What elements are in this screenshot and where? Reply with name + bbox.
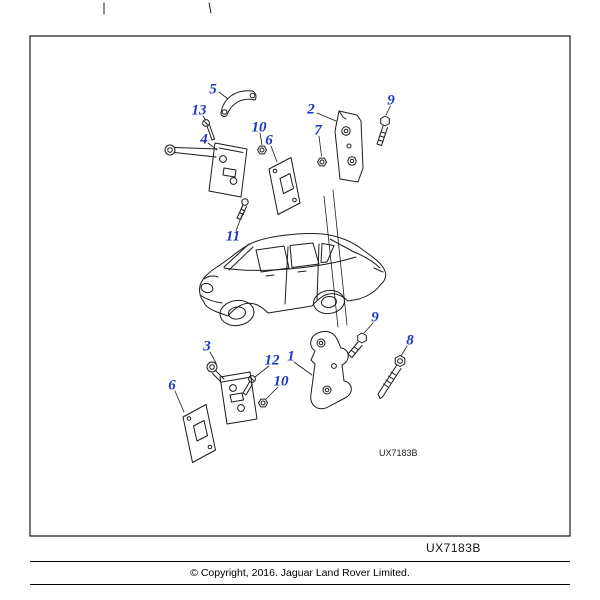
part-9-bolt-upper xyxy=(376,115,390,146)
callout-6-upper: 6 xyxy=(265,132,273,149)
callout-8: 8 xyxy=(406,332,414,349)
page-border xyxy=(29,2,571,537)
part-6-plate-upper xyxy=(268,157,301,215)
part-10-nut-upper xyxy=(257,145,267,155)
callout-11: 11 xyxy=(225,228,241,245)
callout-6-lower: 6 xyxy=(168,377,176,394)
callout-10-lower: 10 xyxy=(273,373,289,390)
locator-lines xyxy=(323,189,348,328)
part-11-screw xyxy=(236,198,249,220)
part-2-hinge-upper xyxy=(334,110,364,183)
callout-13: 13 xyxy=(191,102,207,119)
part-7-nut xyxy=(317,157,327,167)
callout-1: 1 xyxy=(287,348,295,365)
callout-9-upper: 9 xyxy=(387,92,395,109)
callout-7: 7 xyxy=(314,122,322,139)
part-3-check-strap-lower xyxy=(206,361,258,425)
part-1-hinge-lower xyxy=(310,330,352,410)
part-13-screw xyxy=(202,119,215,141)
callout-4: 4 xyxy=(200,131,208,148)
copyright-bar: © Copyright, 2016. Jaguar Land Rover Lim… xyxy=(30,561,570,585)
part-5-bracket xyxy=(220,90,257,117)
copyright-text: © Copyright, 2016. Jaguar Land Rover Lim… xyxy=(190,567,410,579)
part-12-screw xyxy=(242,375,256,396)
part-6-plate-lower xyxy=(182,404,216,463)
callout-12: 12 xyxy=(264,352,280,369)
car-illustration xyxy=(199,233,387,327)
callout-2: 2 xyxy=(307,101,315,118)
callout-3: 3 xyxy=(203,338,211,355)
callout-9-lower: 9 xyxy=(371,309,379,326)
callout-5: 5 xyxy=(209,81,217,98)
callout-leader-lines xyxy=(174,91,408,413)
drawing-code-caption: UX7183B xyxy=(426,541,481,555)
part-9-bolt-lower xyxy=(347,332,367,358)
drawing-code-inline: UX7183B xyxy=(379,448,418,458)
callout-10-upper: 10 xyxy=(251,119,267,136)
part-4-check-strap-upper xyxy=(164,142,248,198)
part-8-bolt xyxy=(377,355,406,399)
part-10-nut-lower xyxy=(258,398,268,408)
